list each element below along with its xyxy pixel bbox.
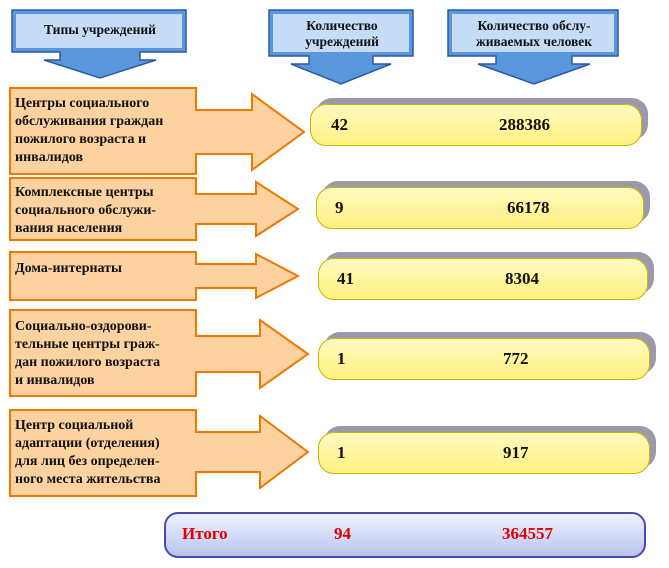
row-label-5: Центр социальной адаптации (отделения) д…	[15, 418, 161, 487]
row-people-3: 8304	[505, 269, 539, 288]
header-served-label: Количество обслу- живаемых человек	[475, 18, 593, 49]
row-label-3: Дома-интернаты	[15, 261, 122, 276]
row-pill-5: 1 917	[318, 432, 650, 474]
row-arrow-5	[8, 408, 312, 498]
row-arrow-2	[8, 176, 302, 242]
row-arrow-3	[8, 250, 302, 302]
total-people: 364557	[502, 524, 553, 543]
header-types-label: Типы учреждений	[44, 22, 156, 37]
row-pill-2: 9 66178	[316, 187, 644, 229]
total-label: Итого	[182, 524, 228, 543]
row-count-2: 9	[335, 198, 344, 217]
row-pill-1: 42 288386	[310, 104, 642, 146]
header-count: Количество учреждений	[267, 8, 417, 86]
row-people-5: 917	[503, 443, 529, 462]
row-people-4: 772	[503, 349, 529, 368]
row-count-1: 42	[331, 115, 348, 134]
header-types: Типы учреждений	[10, 8, 190, 80]
header-served: Количество обслу- живаемых человек	[446, 8, 622, 86]
row-arrow-1	[8, 86, 308, 176]
row-arrow-4	[8, 308, 312, 398]
total-box: Итого 94 364557	[164, 512, 646, 558]
row-people-1: 288386	[499, 115, 550, 134]
row-count-5: 1	[337, 443, 346, 462]
row-count-3: 41	[337, 269, 354, 288]
total-count: 94	[334, 524, 351, 543]
row-label-4: Социально-оздорови- тельные центры граж-…	[15, 319, 161, 388]
row-people-2: 66178	[507, 198, 550, 217]
row-pill-3: 41 8304	[318, 258, 648, 300]
header-count-label: Количество учреждений	[305, 18, 379, 49]
row-label-1: Центры социального обслуживания граждан …	[15, 96, 164, 165]
row-pill-4: 1 772	[318, 338, 650, 380]
row-count-4: 1	[337, 349, 346, 368]
row-label-2: Комплексные центры социального обслужи- …	[15, 185, 157, 236]
